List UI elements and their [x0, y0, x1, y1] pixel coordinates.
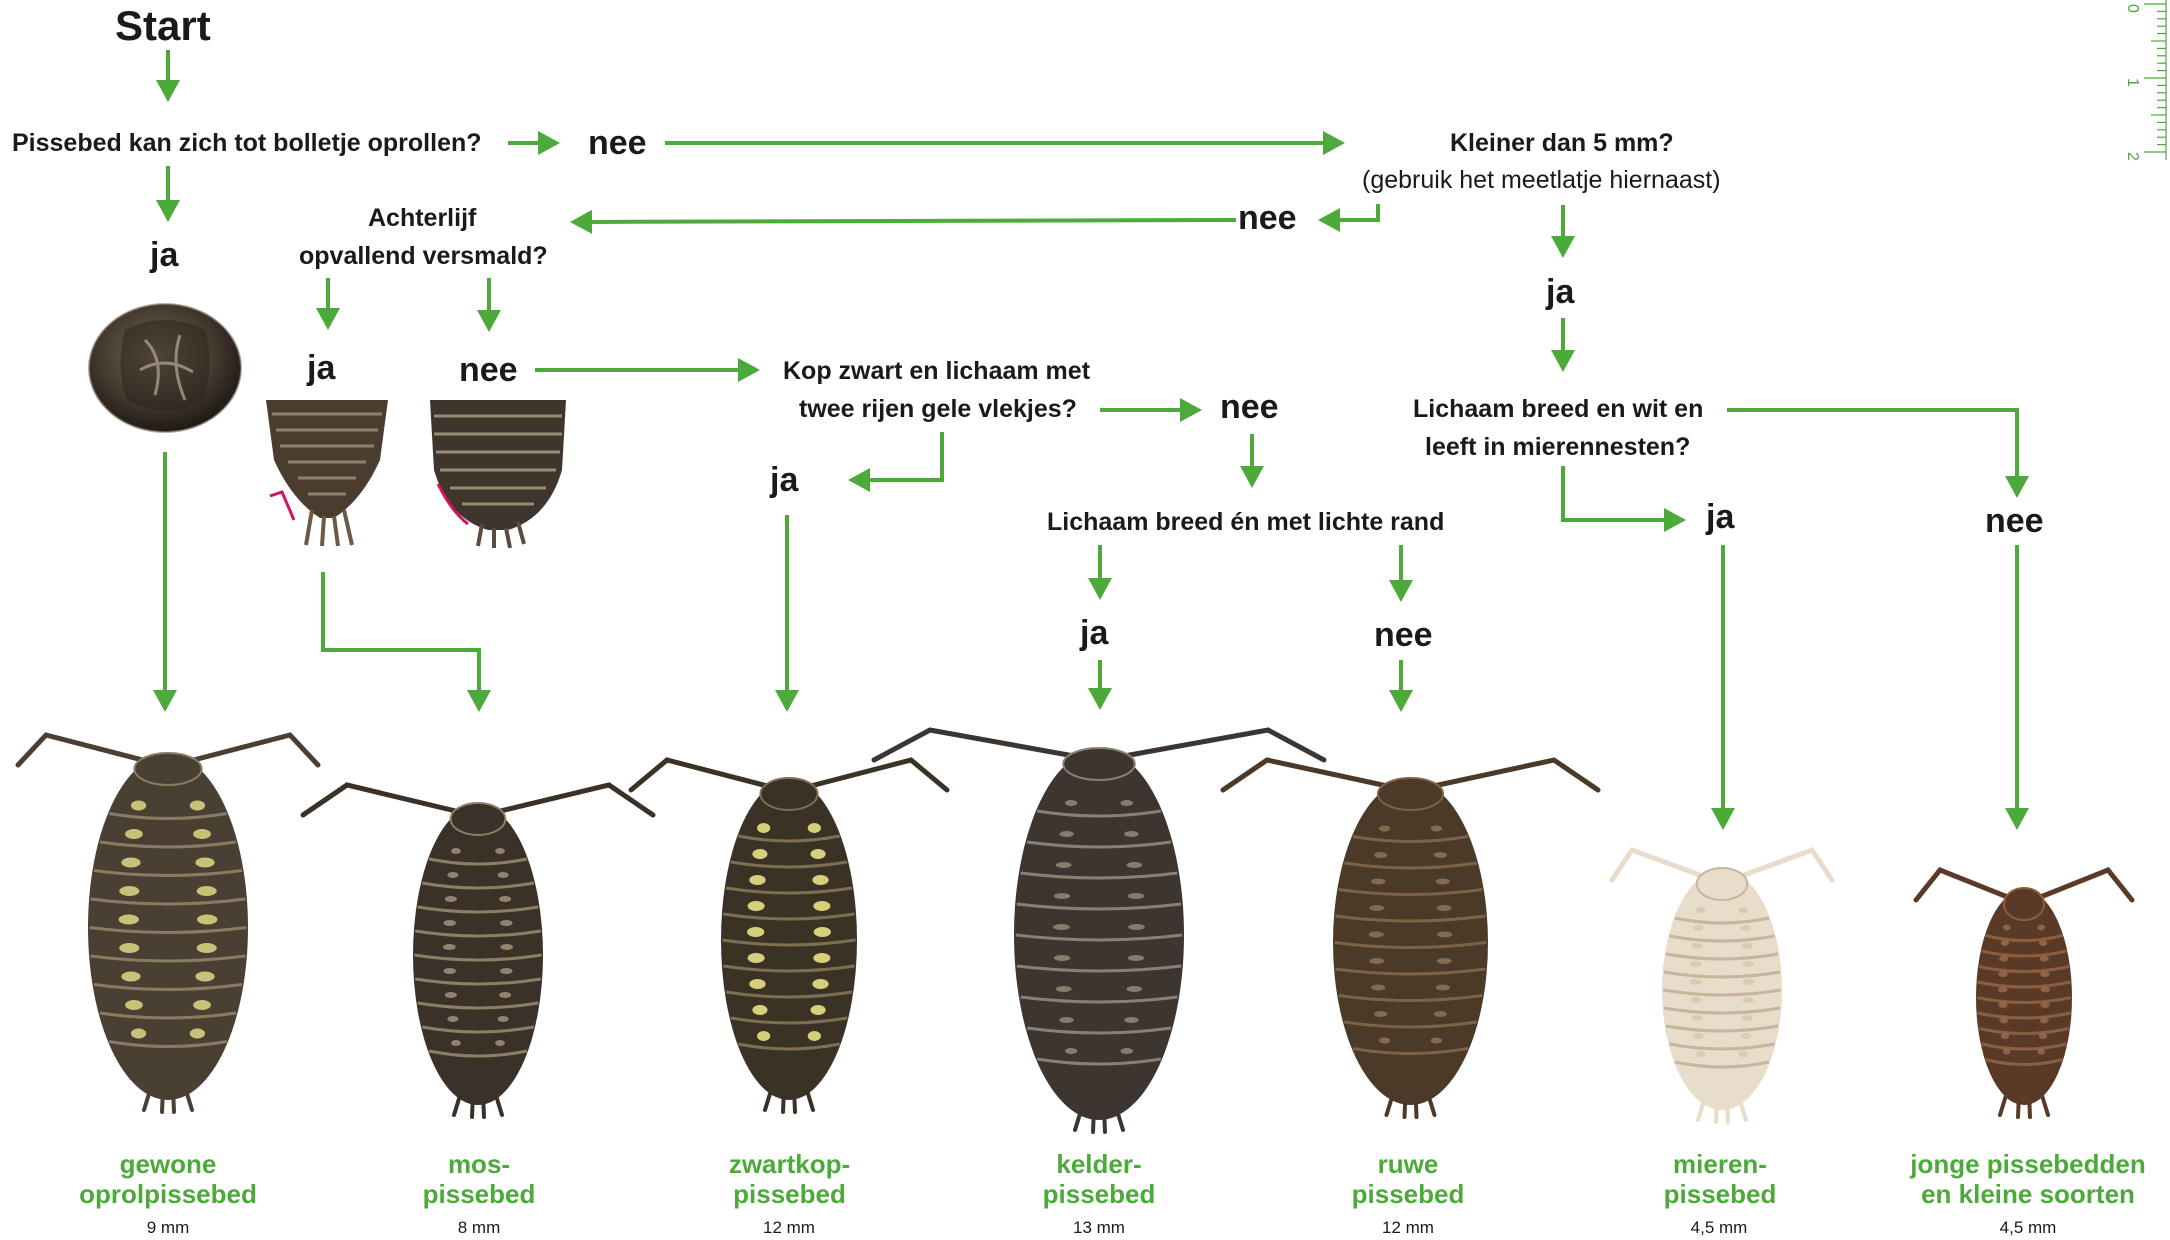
arrow-head-icon [538, 131, 560, 155]
species-name-line1: gewone [60, 1149, 276, 1179]
arrow-head-icon [738, 358, 760, 382]
arrow-head-icon [156, 80, 180, 102]
rough-woodlouse-image [1213, 730, 1608, 1135]
arrow-head-icon [1240, 466, 1264, 488]
young-small-woodlouse-image [1906, 840, 2142, 1135]
common-pill-woodlouse-image [8, 705, 328, 1130]
answer-no-ant-nest: nee [1985, 501, 2044, 541]
species-name-line2: pissebed [994, 1179, 1204, 1209]
arrow-head-icon [1180, 398, 1202, 422]
arrow-head-icon [477, 310, 501, 332]
question-ant-nest-line1: Lichaam breed en wit en [1413, 390, 1703, 428]
species-name-line1: kelder- [994, 1149, 1204, 1179]
species-name-young-small: jonge pissebedden en kleine soorten [1896, 1149, 2160, 1209]
ruler-label-2: 2 [2124, 152, 2141, 161]
question-black-head-line1: Kop zwart en lichaam met [783, 352, 1090, 390]
arrow-head-icon [1551, 236, 1575, 258]
species-size: 13 mm [1039, 1218, 1159, 1238]
arrow-head-icon [1389, 690, 1413, 712]
question-abdomen-line2: opvallend versmald? [299, 237, 548, 275]
species-name-line2: pissebed [374, 1179, 584, 1209]
species-name-line2: pissebed [682, 1179, 897, 1209]
answer-yes-abdomen: ja [307, 348, 335, 388]
species-size: 12 mm [729, 1218, 849, 1238]
question-broad-light-edge: Lichaam breed én met lichte rand [1047, 503, 1444, 541]
answer-no-black-head: nee [1220, 387, 1279, 427]
question-abdomen-line1: Achterlijf [368, 199, 476, 237]
arrow-head-icon [467, 690, 491, 712]
arrow-head-icon [570, 210, 592, 234]
answer-no-abdomen: nee [459, 350, 518, 390]
answer-no-broad-edge: nee [1374, 615, 1433, 655]
flow-arrow-line [868, 432, 942, 480]
question-smaller-5mm: Kleiner dan 5 mm? [1450, 124, 1674, 162]
arrow-head-icon [1551, 350, 1575, 372]
arrow-head-icon [1323, 131, 1345, 155]
species-name-line2: pissebed [1303, 1179, 1513, 1209]
measuring-ruler: 0 1 2 [2118, 0, 2170, 165]
species-name-line1: ruwe [1303, 1149, 1513, 1179]
flow-arrow-line [1727, 410, 2017, 478]
ruler-label-1: 1 [2124, 78, 2141, 87]
species-name-cellar: kelder- pissebed [994, 1149, 1204, 1209]
ant-woodlouse-image [1602, 820, 1842, 1140]
flow-arrow-line [1563, 466, 1666, 520]
species-size: 4,5 mm [1968, 1218, 2088, 1238]
flow-arrow-line [590, 220, 1236, 222]
flow-arrow-line [323, 572, 479, 692]
arrow-head-icon [1664, 508, 1686, 532]
question-roll-up: Pissebed kan zich tot bolletje oprollen? [12, 124, 482, 162]
arrow-head-icon [316, 308, 340, 330]
arrow-head-icon [2005, 808, 2029, 830]
arrow-head-icon [1088, 578, 1112, 600]
question-black-head-line2: twee rijen gele vlekjes? [799, 390, 1077, 428]
answer-no-roll-up: nee [588, 123, 647, 163]
species-name-line1: mieren- [1615, 1149, 1825, 1179]
species-name-rough: ruwe pissebed [1303, 1149, 1513, 1209]
species-name-line2: pissebed [1615, 1179, 1825, 1209]
flow-arrow-line [1338, 204, 1378, 220]
arrow-head-icon [1318, 208, 1340, 232]
arrow-head-icon [775, 690, 799, 712]
ruler-label-0: 0 [2124, 4, 2141, 13]
species-size: 4,5 mm [1659, 1218, 1779, 1238]
species-name-ant: mieren- pissebed [1615, 1149, 1825, 1209]
moss-woodlouse-image [293, 755, 663, 1135]
species-name-line2: en kleine soorten [1896, 1179, 2160, 1209]
answer-yes-ant-nest: ja [1706, 497, 1734, 537]
species-name-line1: jonge pissebedden [1896, 1149, 2160, 1179]
answer-yes-roll-up: ja [150, 235, 178, 275]
arrow-head-icon [1389, 580, 1413, 602]
species-name-common-pill: gewone oprolpissebed [60, 1149, 276, 1209]
species-size: 8 mm [419, 1218, 539, 1238]
species-name-moss: mos- pissebed [374, 1149, 584, 1209]
answer-yes-smaller: ja [1546, 272, 1574, 312]
species-size: 9 mm [108, 1218, 228, 1238]
broad-abdomen-image [428, 400, 568, 548]
species-size: 12 mm [1348, 1218, 1468, 1238]
answer-yes-broad-edge: ja [1080, 613, 1108, 653]
rolled-up-woodlouse-image [85, 300, 245, 435]
question-smaller-5mm-note: (gebruik het meetlatje hiernaast) [1362, 161, 1721, 199]
answer-no-smaller: nee [1238, 198, 1297, 238]
species-name-line1: mos- [374, 1149, 584, 1179]
question-ant-nest-line2: leeft in mierennesten? [1425, 428, 1690, 466]
species-name-blackhead: zwartkop- pissebed [682, 1149, 897, 1209]
start-label: Start [115, 2, 211, 50]
arrow-head-icon [848, 468, 870, 492]
answer-yes-black-head: ja [770, 460, 798, 500]
species-name-line1: zwartkop- [682, 1149, 897, 1179]
species-name-line2: oprolpissebed [60, 1179, 276, 1209]
arrow-head-icon [2005, 476, 2029, 498]
tapered-abdomen-image [262, 400, 392, 548]
arrow-head-icon [156, 200, 180, 222]
